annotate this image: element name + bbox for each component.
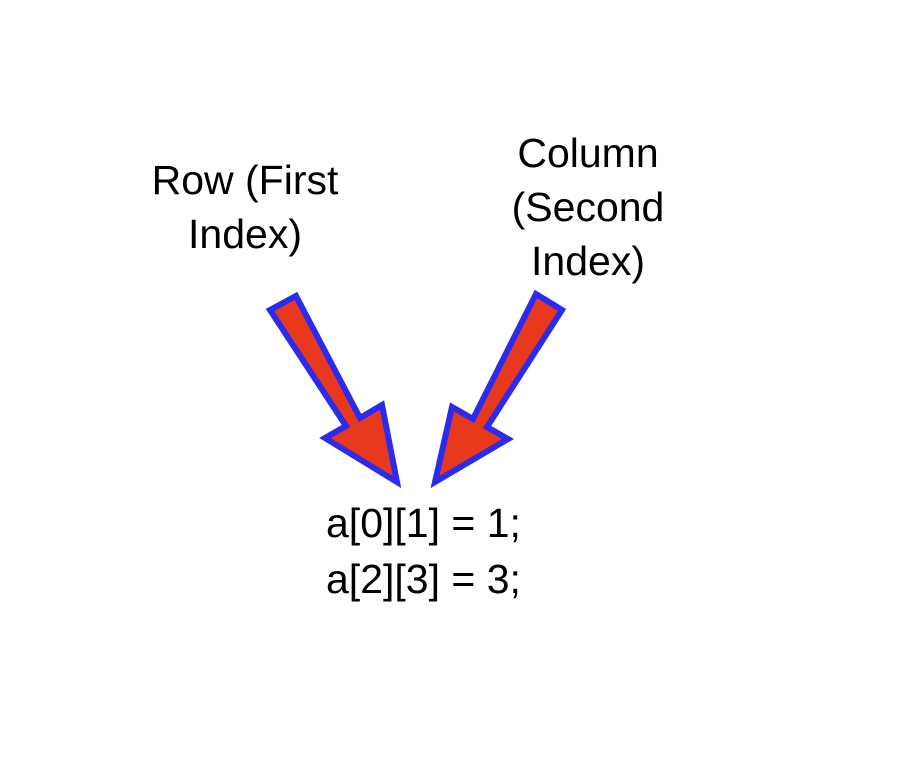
column-arrow: [430, 289, 567, 489]
row-arrow: [265, 291, 402, 489]
code-line-1: a[0][1] = 1;: [326, 500, 521, 546]
column-label: Column (Second Index): [468, 126, 708, 288]
row-label-line-2: Index): [188, 211, 302, 257]
column-label-line-1: Column: [517, 130, 659, 176]
code-block: a[0][1] = 1; a[2][3] = 3;: [326, 495, 521, 607]
row-label-line-1: Row (First: [151, 157, 339, 203]
row-label: Row (First Index): [125, 153, 365, 261]
code-line-2: a[2][3] = 3;: [326, 556, 521, 602]
column-label-line-3: Index): [531, 238, 645, 284]
column-label-line-2: (Second: [511, 184, 665, 230]
